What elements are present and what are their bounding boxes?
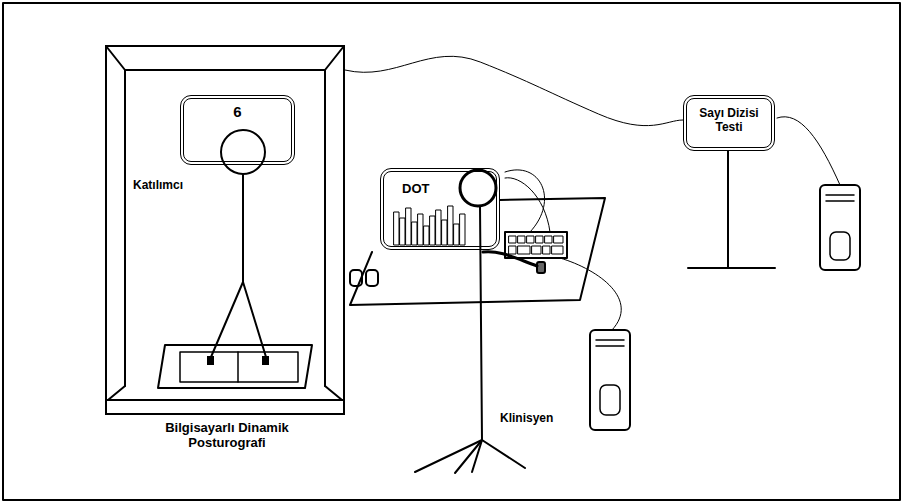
force-plate (158, 345, 312, 388)
monitor-box: DOT (380, 168, 500, 250)
cable-connector (345, 56, 683, 125)
mouse (537, 262, 545, 273)
computer-tower (820, 185, 860, 270)
desk (350, 198, 605, 305)
monitor-stand (727, 151, 729, 268)
computer-tower (590, 330, 630, 430)
bar-chart (394, 206, 465, 245)
speaker (350, 270, 362, 286)
screen-text: Sayı Dizisi Testi (692, 107, 766, 135)
cable (505, 117, 840, 330)
frame-border (3, 3, 900, 500)
keyboard (505, 232, 567, 258)
participant-label: Katılımcı (133, 178, 183, 192)
monitor-stand (688, 267, 775, 269)
screen-text: 6 (189, 103, 286, 120)
clinician-label: Klinisyen (500, 411, 553, 425)
monitor-box: Sayı Dizisi Testi (683, 95, 775, 151)
posturography-booth: Bilgisayarlı Dinamik Posturografi6 (105, 45, 345, 415)
device-caption: Bilgisayarlı Dinamik Posturografi (142, 421, 312, 451)
booth-frame (106, 46, 344, 400)
speaker (366, 270, 378, 286)
clinician-figure (415, 170, 537, 473)
screen-text: DOT (402, 182, 491, 197)
screen-box: 6 (180, 95, 295, 165)
